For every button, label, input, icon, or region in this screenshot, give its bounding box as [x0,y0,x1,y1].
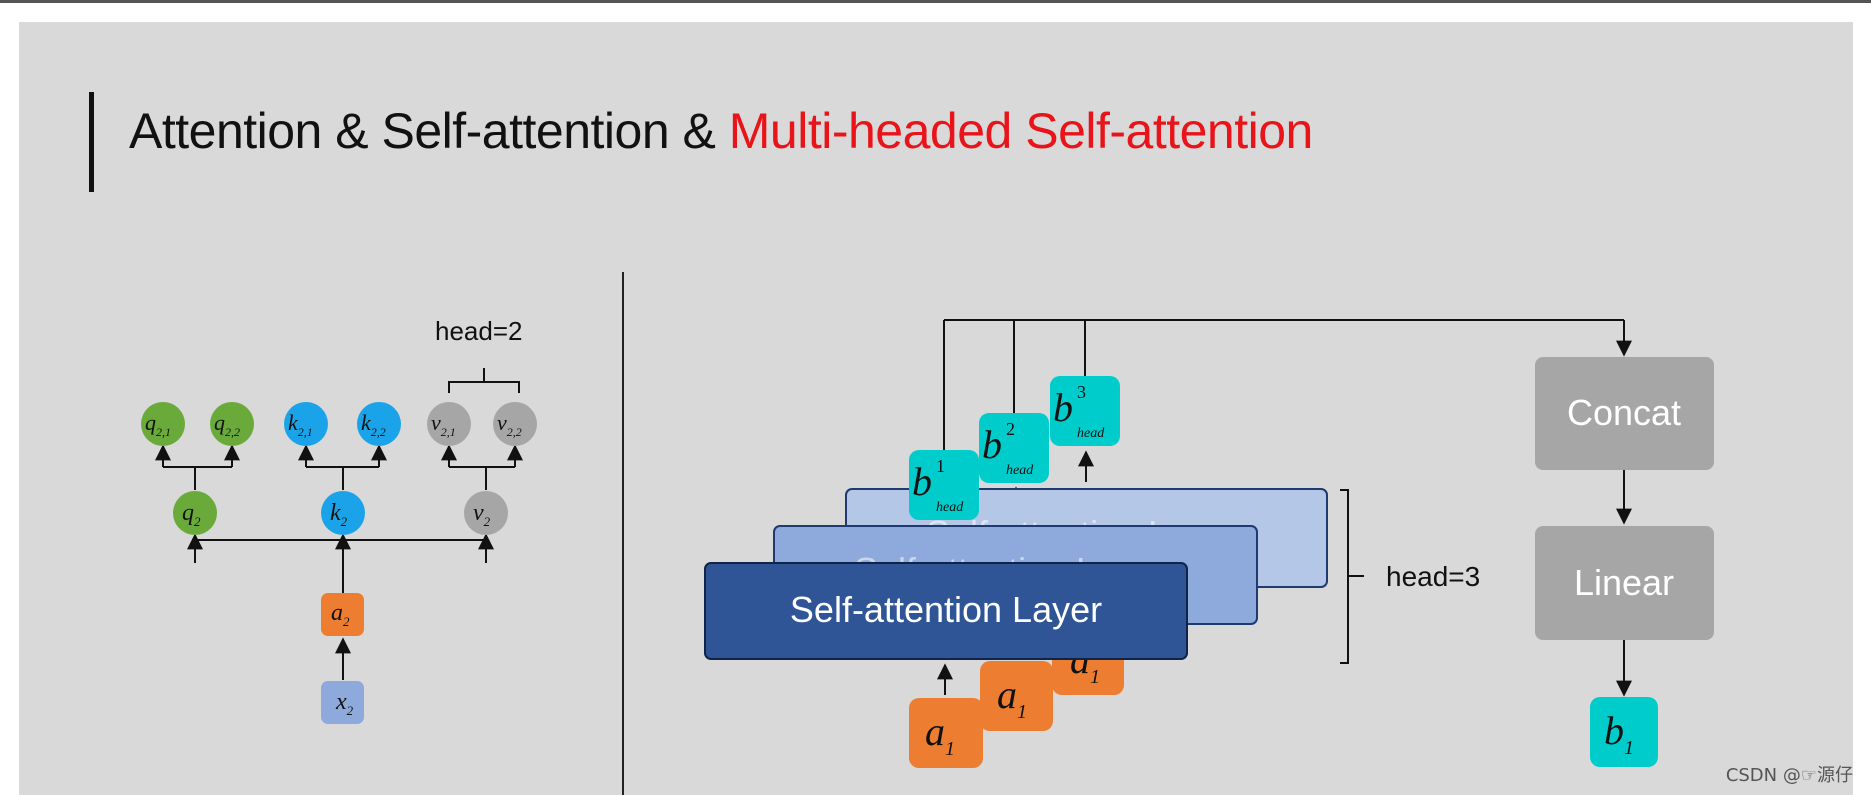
svg-text:v2,1: v2,1 [431,410,456,439]
svg-text:3: 3 [1077,382,1086,402]
svg-text:b: b [1053,385,1073,430]
title-main: Attention & Self-attention & [129,103,729,159]
left-connectors [155,368,523,680]
title-accent-bar [89,92,94,192]
q22-node: q2,2 [210,402,254,446]
svg-text:q2: q2 [182,500,201,529]
svg-text:2: 2 [1006,419,1015,439]
svg-text:1: 1 [936,456,945,476]
watermark: CSDN @☞源仔 [1725,765,1853,786]
self-attention-layer-front: Self-attention Layer [704,562,1188,660]
svg-text:b: b [982,422,1002,467]
q2-node: q2 [173,491,217,535]
svg-text:a1: a1 [997,672,1027,723]
svg-text:q2,1: q2,1 [145,410,171,439]
k21-node: k2,1 [284,402,328,446]
q21-node: q2,1 [141,402,185,446]
svg-text:a1: a1 [925,709,955,760]
slide-title: Attention & Self-attention & Multi-heade… [129,102,1313,160]
k2-node: k2 [321,491,365,535]
svg-text:x2: x2 [335,689,354,718]
title-highlight: Multi-headed Self-attention [728,103,1314,159]
svg-text:b: b [912,459,932,504]
svg-text:q2,2: q2,2 [214,410,240,439]
output-b1: b1 [1590,697,1658,767]
svg-text:head: head [1077,426,1105,441]
head-output-b1: b 1 head [909,450,979,520]
left-head-label: head=2 [435,316,522,346]
v22-node: v2,2 [493,402,537,446]
x2-node: x2 [321,681,364,724]
concat-box: Concat [1535,357,1714,470]
v2-node: v2 [464,491,508,535]
head-output-b3: b 3 head [1050,376,1120,446]
a2-node: a2 [321,593,364,636]
v21-node: v2,1 [427,402,471,446]
svg-text:Self-attention Layer: Self-attention Layer [790,589,1102,630]
window-top-edge [0,0,1871,3]
svg-text:k2: k2 [330,500,348,529]
svg-text:head: head [1006,463,1034,478]
svg-text:v2: v2 [473,500,491,529]
input-a1-front: a1 [909,698,983,768]
svg-text:Concat: Concat [1567,392,1681,433]
linear-box: Linear [1535,526,1714,640]
svg-text:b1: b1 [1604,708,1634,759]
input-a1-middle: a1 [980,661,1053,731]
head-output-b2: b 2 head [979,413,1049,483]
svg-text:k2,2: k2,2 [361,410,386,439]
svg-text:a2: a2 [331,600,350,629]
right-head-label: head=3 [1386,561,1480,592]
svg-text:v2,2: v2,2 [497,410,522,439]
k22-node: k2,2 [357,402,401,446]
svg-text:k2,1: k2,1 [288,410,313,439]
svg-text:Linear: Linear [1574,562,1674,603]
svg-text:head: head [936,500,964,515]
panel-divider [622,272,624,795]
slide: Attention & Self-attention & Multi-heade… [19,22,1853,795]
